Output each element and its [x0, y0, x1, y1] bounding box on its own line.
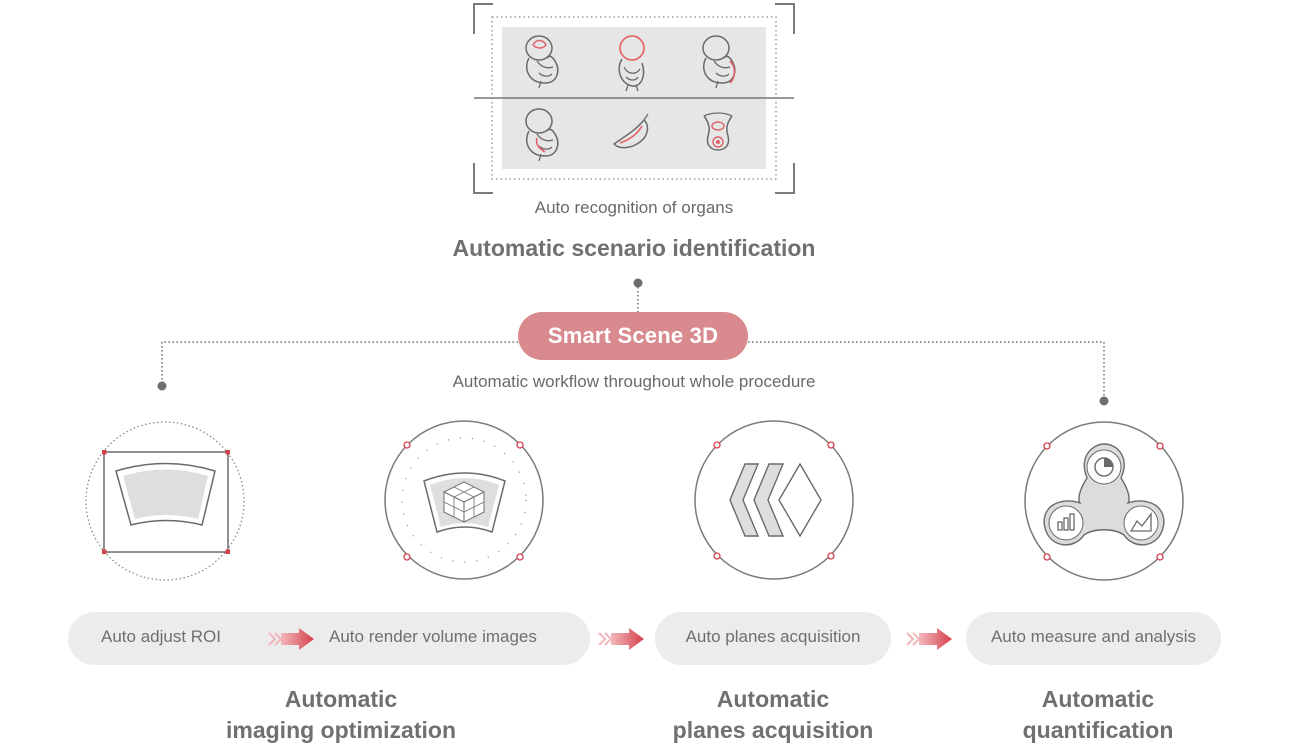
connector-dot-right	[1099, 396, 1109, 406]
workflow-subtitle: Automatic workflow throughout whole proc…	[452, 372, 816, 391]
group-planes-line1: Automatic	[716, 686, 830, 712]
fetus-heart-icon	[525, 108, 559, 162]
frame-corner-tr	[775, 3, 795, 34]
connector-left	[161, 341, 518, 382]
connector-lines	[157, 278, 1109, 406]
group-imaging-line2: imaging optimization	[226, 717, 456, 743]
connector-dot-left	[157, 381, 167, 391]
step-auto-measure-analysis: Auto measure and analysis	[990, 627, 1197, 646]
step-pill-imaging	[68, 612, 590, 665]
fetus-head-icon	[525, 35, 559, 89]
uterus-icon	[703, 112, 733, 151]
step-pill-planes	[655, 612, 891, 665]
step-auto-adjust-roi: Auto adjust ROI	[101, 627, 222, 646]
organ-recognition-panel	[473, 3, 795, 194]
smart-scene-3d-badge: Smart Scene 3D	[518, 312, 748, 360]
group-quantification-line2: quantification	[1022, 717, 1174, 743]
group-quantification: Automatic quantification	[948, 684, 1248, 746]
volume-render-icon	[384, 420, 544, 580]
connector-right	[748, 341, 1105, 397]
arrow-roi-to-render	[268, 628, 314, 650]
placenta-icon	[612, 113, 649, 149]
arrow-render-to-planes	[598, 628, 644, 650]
roi-adjust-icon	[85, 421, 245, 581]
connector-dot-top	[633, 278, 643, 288]
step-pill-measure	[966, 612, 1221, 665]
quantification-icon	[1024, 421, 1184, 581]
group-planes-acquisition: Automatic planes acquisition	[623, 684, 923, 746]
frame-corner-bl	[473, 163, 493, 194]
scenario-identification-title: Automatic scenario identification	[452, 235, 816, 261]
fetus-face-icon	[618, 35, 645, 92]
group-imaging-line1: Automatic	[284, 686, 398, 712]
frame-corner-tl	[473, 3, 493, 34]
step-auto-render-volume: Auto render volume images	[329, 627, 537, 646]
group-quantification-line1: Automatic	[1041, 686, 1155, 712]
organ-recognition-caption: Auto recognition of organs	[534, 198, 734, 217]
frame-corner-br	[775, 163, 795, 194]
planes-acquisition-icon	[694, 420, 854, 580]
fetus-spine-icon	[702, 35, 736, 89]
arrow-planes-to-measure	[906, 628, 952, 650]
group-planes-line2: planes acquisition	[672, 717, 874, 743]
step-auto-planes-acquisition: Auto planes acquisition	[685, 627, 861, 646]
group-imaging-optimization: Automatic imaging optimization	[191, 684, 491, 746]
